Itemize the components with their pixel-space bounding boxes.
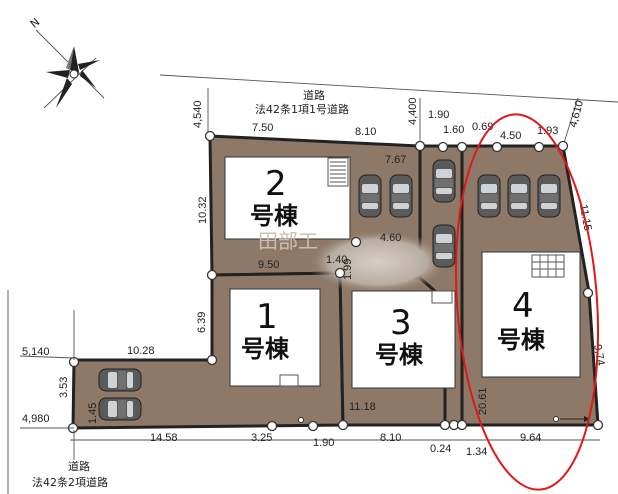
dimension-label: 4.60	[380, 232, 401, 244]
parking-car-icon	[432, 159, 456, 203]
road-north-type: 法42条1項1号道路	[255, 102, 349, 116]
dimension-label: 1.40	[326, 254, 347, 266]
dimension-label: 4,980	[22, 413, 50, 425]
dimension-label: 9.74	[591, 343, 607, 366]
svg-text:号棟: 号棟	[250, 202, 299, 230]
lot-4-house	[481, 251, 581, 378]
dimension-label: 10.28	[127, 345, 155, 357]
dimension-label: 14.58	[150, 432, 178, 444]
lot-1-house	[229, 288, 321, 387]
dimension-label: 1.45	[87, 403, 99, 424]
dimension-label: 1.90	[428, 109, 449, 121]
lot-2-house	[224, 156, 351, 240]
svg-text:3: 3	[390, 303, 412, 343]
dimension-label: 9.50	[258, 259, 279, 271]
parking-car-icon	[98, 368, 142, 392]
dimension-label: 11.18	[349, 401, 376, 413]
dimension-label: 20.61	[477, 387, 489, 415]
lot-2-label: 2 号棟	[250, 164, 299, 230]
dimension-label: 4,540	[192, 100, 204, 128]
parking-car-icon	[358, 174, 382, 218]
dimension-label: 1.99	[342, 259, 354, 280]
compass-north-label: N	[28, 15, 43, 30]
dimension-label: 1.34	[466, 446, 487, 458]
lot-3-label: 3 号棟	[375, 303, 424, 369]
svg-text:2: 2	[265, 164, 287, 204]
compass-rose-icon: N	[28, 15, 105, 109]
parking-car-icon	[477, 174, 501, 218]
road-south-name: 道路	[68, 459, 90, 473]
dimension-label: 3.53	[58, 377, 70, 398]
lot-4-label: 4 号棟	[497, 286, 546, 354]
dimension-label: 8.10	[380, 432, 401, 444]
svg-text:1: 1	[256, 297, 278, 337]
dimension-label: 4,400	[407, 97, 419, 125]
dimension-label: 10.32	[197, 196, 209, 224]
small-marker-icon	[298, 417, 304, 423]
lot-1-label: 1 号棟	[241, 297, 290, 363]
dimension-label: 0.24	[430, 443, 451, 455]
dimension-label: 5,140	[22, 346, 50, 358]
dimension-label: 7.50	[252, 122, 273, 134]
dimension-label: 7.67	[385, 154, 406, 166]
parking-car-icon	[98, 397, 142, 421]
lot-4-highlight-circle	[454, 113, 600, 491]
lot-3-house	[351, 290, 456, 389]
parking-car-icon	[389, 174, 413, 218]
road-south-type: 法42条2項道路	[32, 475, 108, 489]
svg-text:号棟: 号棟	[497, 326, 546, 354]
dimension-label: 8.10	[355, 126, 376, 138]
dimension-label: 3.25	[251, 432, 272, 444]
svg-text:4: 4	[512, 286, 534, 326]
dimension-label: 6.39	[196, 312, 208, 333]
svg-text:号棟: 号棟	[241, 335, 290, 363]
watermark: 田部工	[258, 229, 318, 253]
svg-text:号棟: 号棟	[375, 341, 424, 369]
dimension-label: 4,610	[567, 99, 586, 129]
dimension-label: 1.60	[443, 124, 464, 136]
parking-car-icon	[537, 174, 561, 218]
parking-car-icon	[432, 224, 456, 268]
dimension-label: 4.50	[500, 130, 521, 142]
road-north-name: 道路	[303, 88, 325, 102]
arrow-marker-icon	[553, 416, 590, 422]
dimension-label: 9.64	[520, 432, 541, 444]
dimension-label: 1.90	[313, 437, 334, 449]
parking-car-icon	[507, 174, 531, 218]
